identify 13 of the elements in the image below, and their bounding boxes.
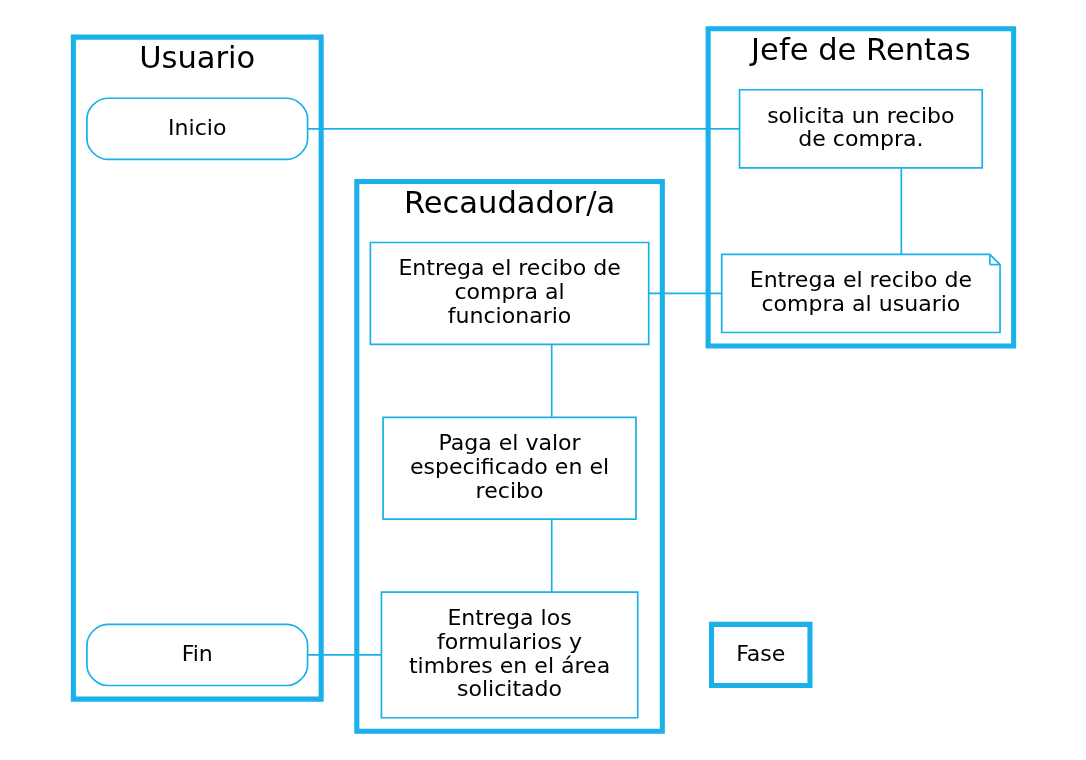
node-box: solicita un recibo de compra. (738, 88, 983, 169)
connector (306, 654, 382, 656)
node-box: Inicio (85, 97, 308, 161)
node-box: Paga el valor especificado en el recibo (381, 416, 637, 520)
connector (550, 518, 553, 593)
node-box: Entrega los formularios y timbres en el área solicitado (380, 591, 639, 719)
node-box: Fase (708, 621, 812, 689)
node-box: Fin (85, 623, 308, 687)
connector (306, 127, 740, 130)
connector (900, 167, 902, 255)
connector (550, 343, 553, 418)
node-box: Entrega el recibo de compra al funcionario (369, 241, 650, 346)
connector (647, 292, 722, 295)
